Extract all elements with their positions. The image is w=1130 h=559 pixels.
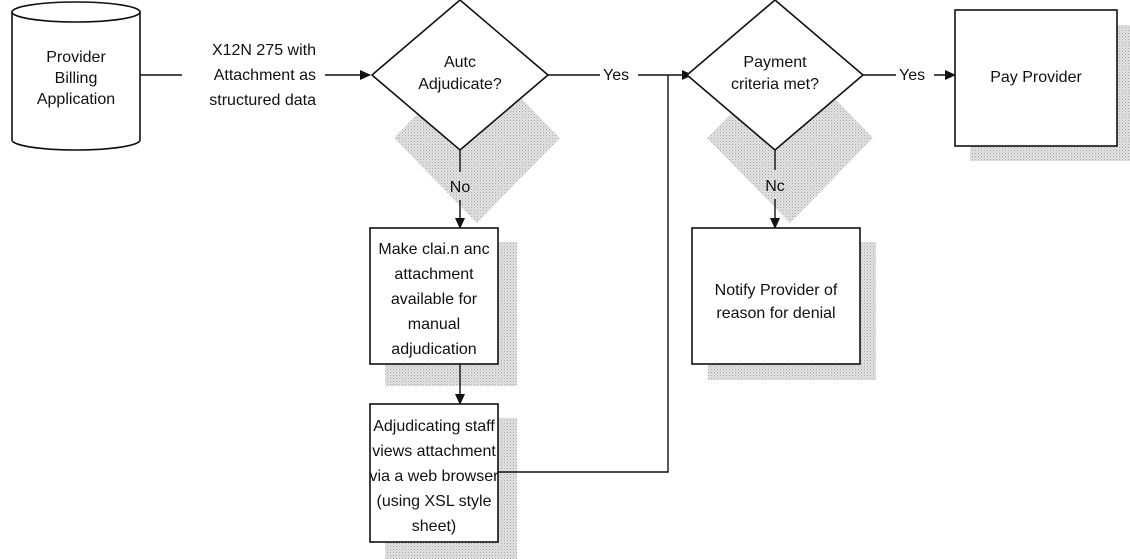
pay-provider-label: Pay Provider [990,69,1082,86]
adjudicating-staff-box: Adjudicating staff views attachment via … [369,403,500,543]
payment-criteria-decision: Payment criteria met? [685,0,865,152]
manual-box-line-2: attachment [394,266,474,283]
payment-yes-label: Yes [899,67,925,84]
payment-decision-line-1: Payment [743,54,807,71]
notify-provider-box: Notify Provider of reason for denial [691,227,861,365]
auto-adjudicate-decision: Autc Adjudicate? [370,0,550,152]
notify-box-line-1: Notify Provider of [715,282,838,299]
connector-staff-to-payment [498,75,669,473]
manual-box-line-5: adjudication [391,341,476,358]
auto-decision-line-1: Autc [444,54,476,71]
staff-box-line-2: views attachment [372,443,496,460]
staff-box-line-4: (using XSL style [376,493,491,510]
provider-app-line-1: Provider [46,49,106,66]
provider-app-line-3: Application [37,91,115,108]
input-label-line-3: structured data [209,92,316,109]
payment-decision-line-2: criteria met? [731,76,819,93]
manual-adjudication-box: Make clai.n anc attachment available for… [369,227,499,365]
provider-billing-app-node: Provider Billing Application [11,1,141,151]
payment-no-label: Nc [765,178,785,195]
manual-box-line-1: Make clai.n anc [378,241,489,258]
auto-no-label: No [450,179,471,196]
auto-yes-label: Yes [603,67,629,84]
notify-box-line-2: reason for denial [716,305,835,322]
staff-box-line-5: sheet) [412,518,456,535]
manual-box-line-3: available for [391,291,478,308]
pay-provider-box: Pay Provider [954,9,1118,147]
manual-box-line-4: manual [408,316,460,333]
staff-box-line-1: Adjudicating staff [373,418,495,435]
provider-app-line-2: Billing [55,70,98,87]
staff-box-line-3: via a web browser [370,468,500,485]
auto-decision-line-2: Adjudicate? [418,76,502,93]
input-label-line-2: Attachment as [214,67,316,84]
input-label-line-1: X12N 275 with [212,42,316,59]
